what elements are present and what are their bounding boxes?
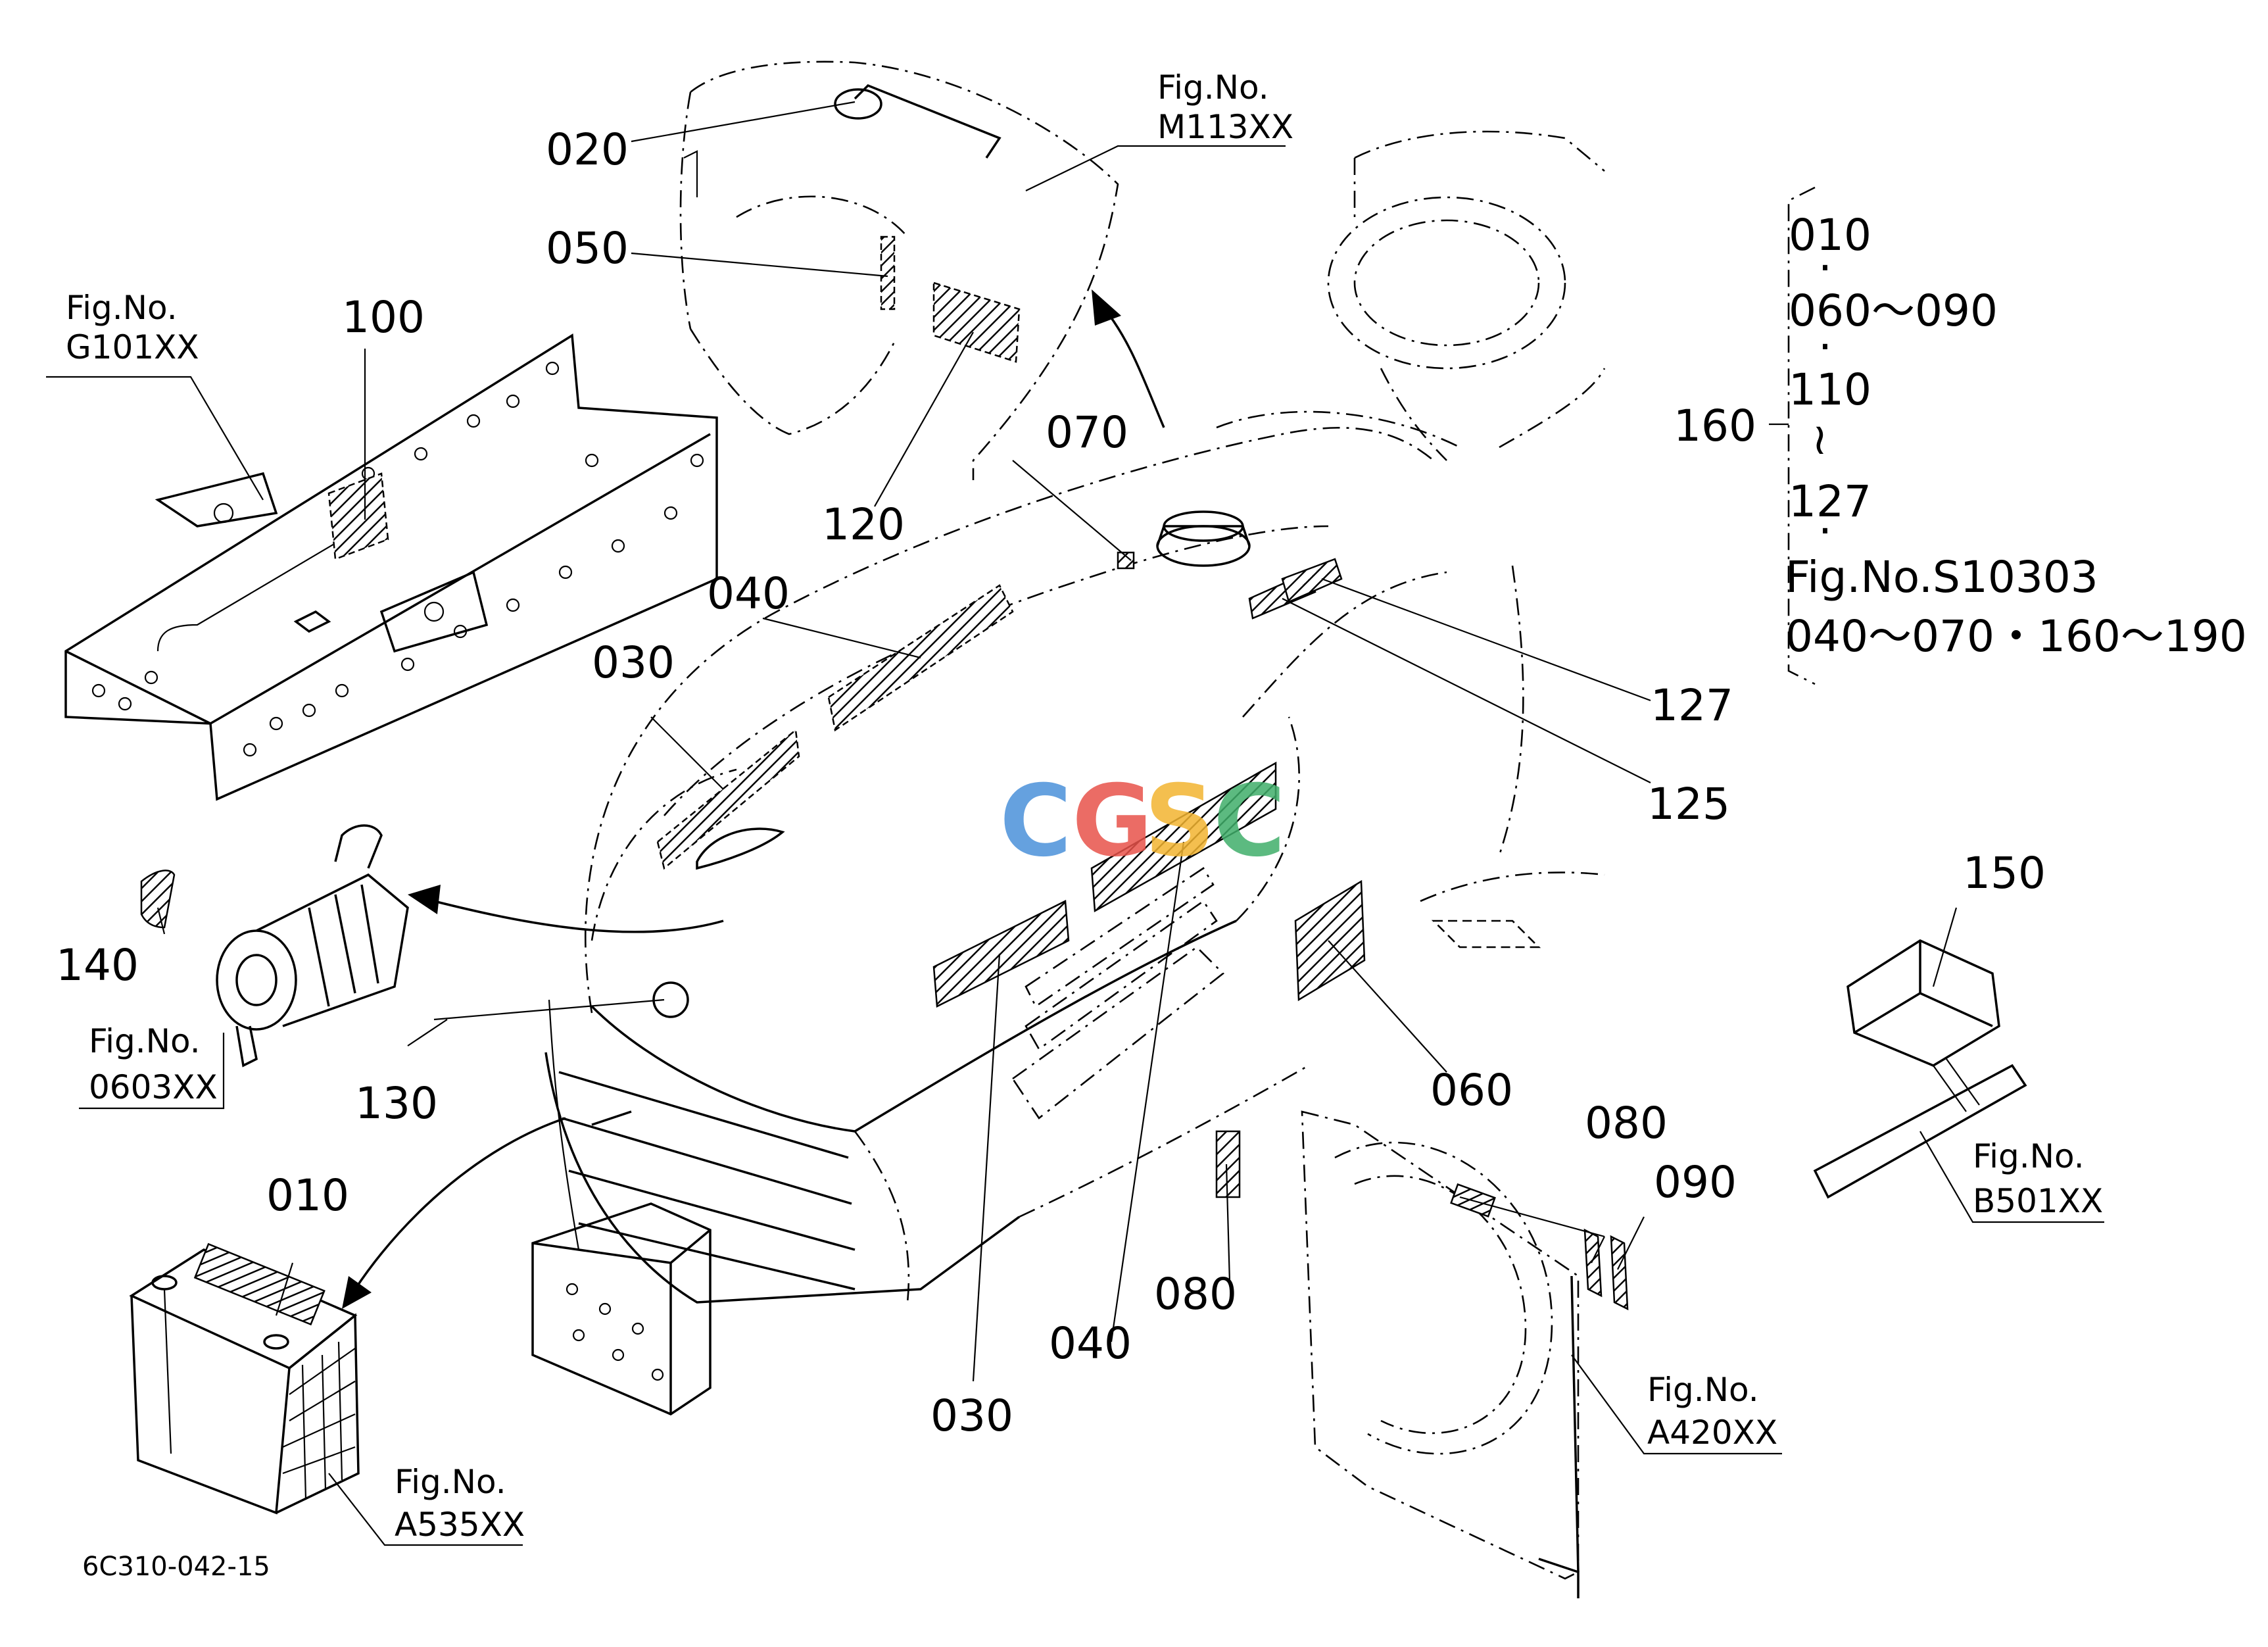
decal-040-side (1090, 761, 1277, 913)
decal-120 (932, 282, 1021, 363)
decal-060 (1294, 879, 1366, 1002)
watermark: C G S C (1000, 764, 1286, 879)
frame-rail (64, 333, 718, 801)
kit-row-6: ≀ (1812, 414, 1828, 464)
kit-row-8: · (1818, 506, 1832, 556)
label-150: 150 (1963, 848, 2046, 898)
decal-070 (1117, 551, 1135, 570)
radiator-shroud (1301, 1110, 1580, 1598)
watermark-letter-2: G (1072, 764, 1153, 879)
label-090: 090 (1654, 1157, 1737, 1208)
label-080-center: 080 (1154, 1269, 1237, 1319)
watermark-letter-3: S (1144, 764, 1215, 879)
rear-cover (679, 61, 1119, 480)
fig-ref-a535-line2: A535XX (395, 1506, 525, 1544)
kit-row-9: Fig.No.S10303 (1785, 552, 2098, 602)
air-cleaner (140, 824, 409, 1068)
kit-160-contents: 010 · 060～090 · 110 ≀ 127 · Fig.No.S1030… (1785, 210, 2247, 662)
leader-lines (46, 101, 2104, 1546)
decal-127 (1281, 558, 1343, 603)
fig-ref-b501-line1: Fig.No. (1973, 1137, 2085, 1175)
fig-ref-m113-line2: M113XX (1157, 108, 1293, 146)
label-120: 120 (822, 499, 905, 550)
decal-080-edge (1583, 1228, 1603, 1298)
decal-030-side (932, 900, 1070, 1008)
label-140: 140 (56, 940, 139, 991)
front-frame (531, 1202, 712, 1415)
label-060: 060 (1430, 1065, 1513, 1116)
dash-and-steering (1156, 130, 1606, 948)
fig-ref-g101-line1: Fig.No. (66, 289, 178, 327)
label-050: 050 (546, 223, 629, 274)
label-130: 130 (355, 1078, 438, 1129)
fig-ref-a420-line1: Fig.No. (1647, 1371, 1759, 1409)
part-labels: 020 050 100 120 070 040 030 127 125 140 … (56, 124, 2046, 1441)
watermark-letter-4: C (1213, 764, 1286, 879)
label-070: 070 (1046, 407, 1128, 458)
label-040-lower: 040 (1049, 1318, 1132, 1369)
battery (129, 1242, 360, 1515)
label-125: 125 (1647, 779, 1730, 829)
fig-ref-g101-line2: G101XX (66, 328, 199, 366)
watermark-letter-1: C (1000, 764, 1072, 879)
label-030-lower: 030 (930, 1390, 1013, 1441)
hood-assembly (544, 427, 1447, 1304)
drawing-id: 6C310-042-15 (82, 1552, 270, 1582)
label-160: 160 (1674, 401, 1756, 451)
decal-080-small (1215, 1130, 1241, 1198)
label-127: 127 (1651, 680, 1733, 731)
kit-row-2: · (1818, 243, 1832, 293)
label-100: 100 (342, 292, 425, 343)
label-030-upper: 030 (592, 637, 675, 688)
kit-160-bracket (1787, 186, 1816, 685)
fig-ref-a420-line2: A420XX (1647, 1413, 1777, 1452)
kit-row-7: 127 (1789, 476, 1871, 527)
kit-row-4: · (1818, 322, 1832, 372)
decal-050 (880, 235, 896, 310)
decal-100 (327, 472, 389, 560)
label-020: 020 (546, 124, 629, 175)
label-080-right: 080 (1585, 1098, 1668, 1148)
fig-ref-b501-line2: B501XX (1973, 1182, 2103, 1220)
decal-090 (1610, 1235, 1629, 1311)
fig-ref-0603-line1: Fig.No. (89, 1022, 201, 1060)
fig-ref-a535-line1: Fig.No. (395, 1463, 506, 1501)
frame-holes (91, 361, 704, 757)
assembly-arrows (342, 289, 1165, 1309)
fig-ref-0603-line2: 0603XX (89, 1068, 218, 1106)
wire-connector (1813, 939, 2027, 1199)
decal-030-upper (656, 728, 800, 870)
kit-row-3: 060～090 (1789, 285, 1998, 336)
fig-ref-m113-line1: Fig.No. (1157, 68, 1269, 107)
figure-references: Fig.No. M113XX Fig.No. G101XX Fig.No. 06… (66, 68, 2103, 1544)
kit-row-10: 040～070・160～190 (1785, 611, 2247, 662)
label-010: 010 (266, 1170, 349, 1221)
kit-row-1: 010 (1789, 210, 1871, 260)
label-040-upper: 040 (707, 568, 790, 619)
kit-row-5: 110 (1789, 364, 1871, 415)
